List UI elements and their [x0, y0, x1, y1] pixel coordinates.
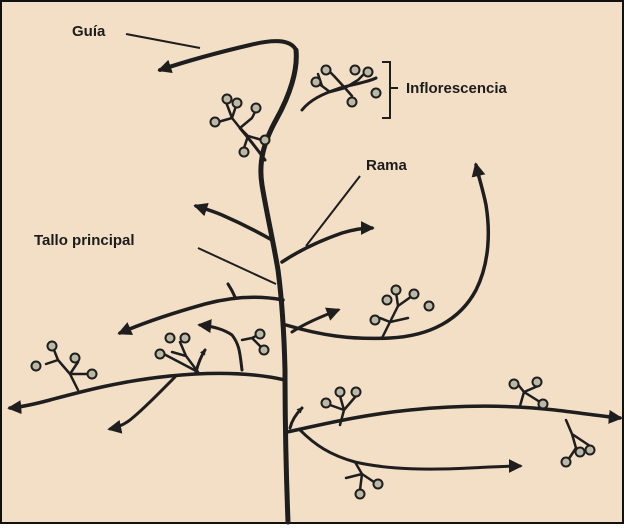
inflorescence-upper-left	[211, 95, 270, 157]
left-up-arrow	[196, 350, 205, 372]
lower-up-arrow	[290, 408, 302, 428]
branch-label: Rama	[366, 157, 408, 174]
inflorescence-bracket	[382, 62, 398, 118]
inflorescence-bottom	[346, 462, 383, 499]
short-up-branch	[292, 310, 338, 332]
inflorescence-center-left	[242, 330, 269, 355]
guide-shoot	[160, 41, 296, 70]
inflorescence-mid-right	[371, 286, 434, 339]
inflorescence-lower-right	[510, 378, 548, 409]
inflorescence-label: Inflorescencia	[406, 80, 508, 97]
left-long-branch-tick	[228, 284, 235, 297]
main-stem-label: Tallo principal	[34, 232, 135, 249]
main-stem-leader	[198, 248, 276, 284]
guide-label: Guía	[72, 23, 106, 40]
inflorescence-far-left	[32, 342, 97, 391]
inflorescence-left-middle	[156, 334, 199, 373]
left-flower-branch	[200, 325, 242, 370]
mid-left-branch	[196, 206, 272, 240]
inflorescence-top-right	[312, 66, 381, 107]
inflorescence-right-hanging	[562, 420, 595, 467]
long-right-branch	[286, 165, 488, 338]
lower-right-short-branch	[300, 430, 520, 469]
rama-branch	[282, 228, 372, 262]
main-stem	[261, 50, 296, 522]
left-long-branch	[120, 297, 283, 333]
guide-leader	[126, 34, 200, 48]
